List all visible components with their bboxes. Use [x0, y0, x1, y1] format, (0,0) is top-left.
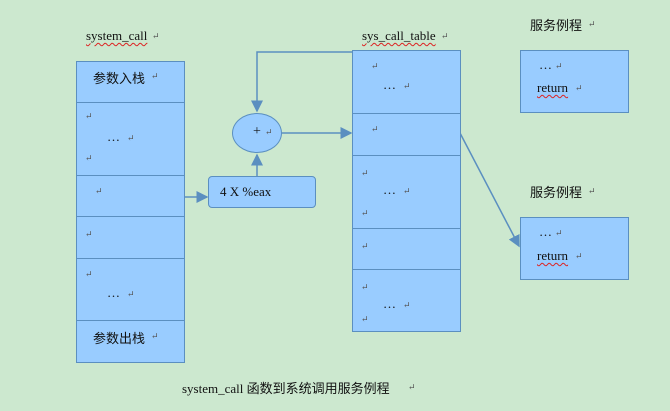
ellipsis: …	[383, 77, 396, 92]
system-call-cell-3: ↵	[76, 175, 185, 217]
system-call-cell-4: ↵	[76, 216, 185, 259]
table-cell-4: ↵	[352, 228, 461, 270]
push-params-label: 参数入栈	[93, 72, 146, 87]
ellipsis: …	[539, 57, 552, 72]
table-cell-3: ↵ … ↵ ↵	[352, 155, 461, 229]
ellipsis: …	[539, 224, 552, 239]
service-routine-2-box: … ↵ return ↵	[520, 217, 629, 280]
service-routine-2-title: 服务例程	[530, 186, 583, 201]
system-call-cell-2: ↵ … ↵ ↵	[76, 102, 185, 176]
ellipsis: …	[107, 285, 120, 300]
table-cell-1: ↵ … ↵	[352, 50, 461, 114]
arrow-table-to-routine	[459, 132, 520, 248]
adder-circle: + ↵	[232, 113, 282, 153]
sys-call-table-title: sys_call_table	[362, 28, 436, 43]
arrow-table-base-to-adder	[251, 51, 352, 113]
index-box: 4 X %eax	[208, 176, 316, 208]
index-label: 4 X %eax	[220, 184, 272, 199]
ellipsis: …	[383, 182, 396, 197]
plus-symbol: +	[253, 124, 261, 139]
pop-params-label: 参数出栈	[93, 332, 146, 347]
ellipsis: …	[107, 129, 120, 144]
return-label: return	[537, 80, 569, 95]
system-call-cell-5: ↵ … ↵	[76, 258, 185, 321]
system-call-cell-6: 参数出栈 ↵	[76, 320, 185, 363]
service-routine-1-title: 服务例程	[530, 19, 583, 34]
table-cell-5: ↵ … ↵ ↵	[352, 269, 461, 332]
service-routine-1-box: … ↵ return ↵	[520, 50, 629, 113]
system-call-cell-1: 参数入栈 ↵	[76, 61, 185, 103]
figure-caption: system_call 函数到系统调用服务例程	[182, 381, 390, 396]
table-cell-2: ↵	[352, 113, 461, 156]
ellipsis: …	[383, 296, 396, 311]
return-label: return	[537, 248, 569, 263]
para-mark: ↵	[152, 31, 160, 41]
system-call-title: system_call	[86, 28, 148, 43]
